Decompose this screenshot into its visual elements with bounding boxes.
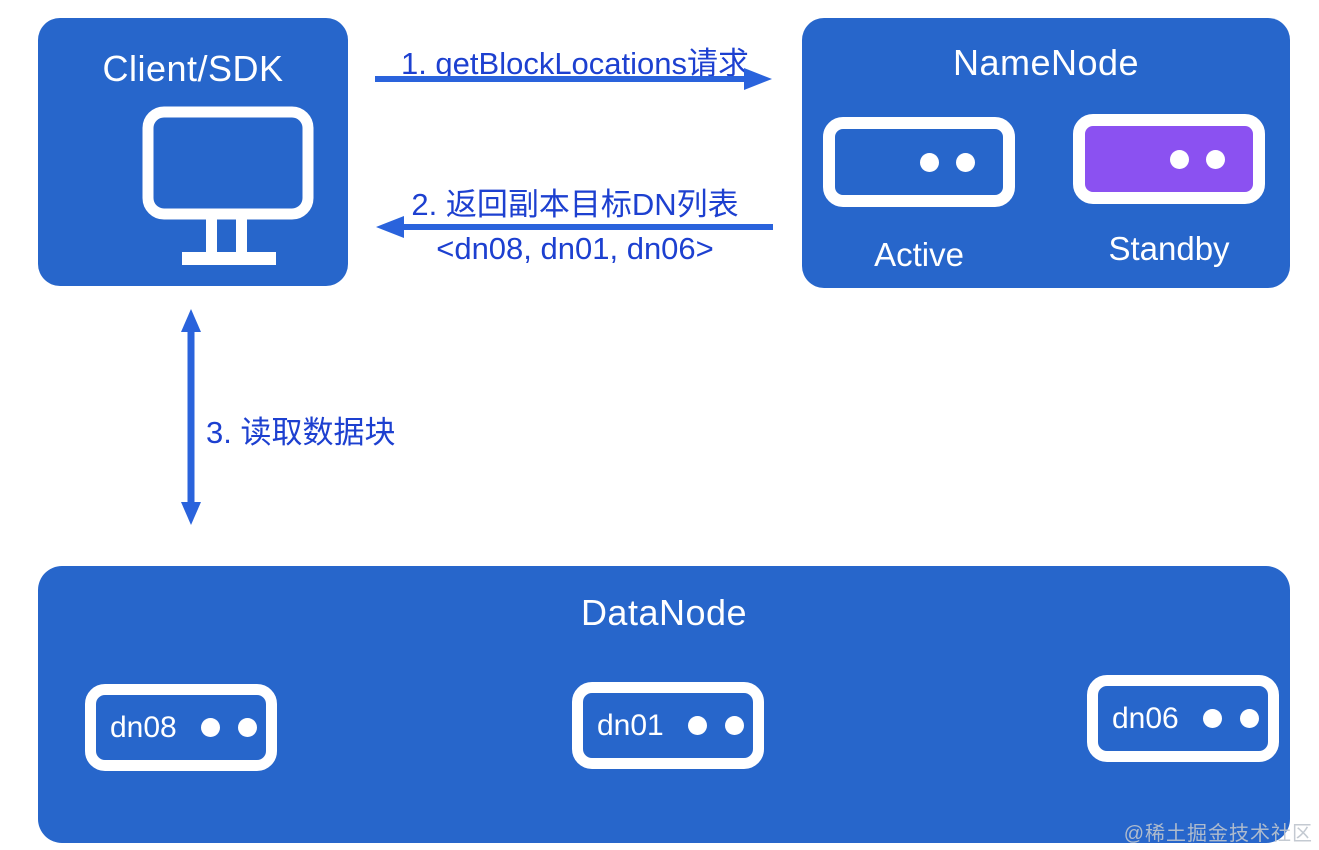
- response-arrow: [376, 216, 773, 238]
- indicator-dot: [1206, 149, 1225, 169]
- server-indicator-dots: [200, 718, 257, 737]
- step1-label: 1. getBlockLocations请求: [400, 46, 750, 81]
- datanode-item-dn08: dn08: [85, 684, 277, 771]
- datanode-item-label: dn06: [1112, 701, 1179, 735]
- step2-label: 2. 返回副本目标DN列表: [411, 187, 739, 222]
- datanode-item-dn06: dn06: [1087, 675, 1279, 762]
- standby-server-icon: [1073, 114, 1265, 204]
- datanode-item-label: dn01: [597, 708, 664, 742]
- indicator-dot: [237, 718, 257, 737]
- active-label: Active: [874, 236, 964, 273]
- server-indicator-dots: [1202, 709, 1259, 728]
- indicator-dot: [724, 716, 744, 735]
- indicator-dot: [687, 716, 707, 735]
- standby-label: Standby: [1108, 230, 1230, 267]
- request-arrow: [375, 68, 772, 90]
- client-title: Client/SDK: [102, 48, 284, 89]
- namenode-title: NameNode: [952, 42, 1140, 83]
- indicator-dot: [1239, 709, 1259, 728]
- monitor-icon: [142, 106, 314, 265]
- server-indicator-dots: [687, 716, 744, 735]
- step3-label: 3. 读取数据块: [206, 415, 396, 450]
- datanode-item-label: dn08: [110, 710, 177, 744]
- indicator-dot: [956, 152, 975, 172]
- datanode-box: DataNode dn08 dn01 dn06: [38, 566, 1290, 843]
- server-indicator-dots: [1170, 149, 1225, 169]
- datanode-title: DataNode: [580, 592, 748, 633]
- active-server-icon: [823, 117, 1015, 207]
- client-box: Client/SDK: [38, 18, 348, 286]
- indicator-dot: [1170, 149, 1189, 169]
- namenode-box: NameNode Active Standby: [802, 18, 1290, 288]
- indicator-dot: [200, 718, 220, 737]
- indicator-dot: [1202, 709, 1222, 728]
- server-indicator-dots: [920, 152, 975, 172]
- read-data-arrow: [181, 309, 201, 525]
- step2-dn-list: <dn08, dn01, dn06>: [436, 231, 714, 266]
- indicator-dot: [920, 152, 939, 172]
- datanode-item-dn01: dn01: [572, 682, 764, 769]
- watermark: @稀土掘金技术社区: [1123, 823, 1313, 845]
